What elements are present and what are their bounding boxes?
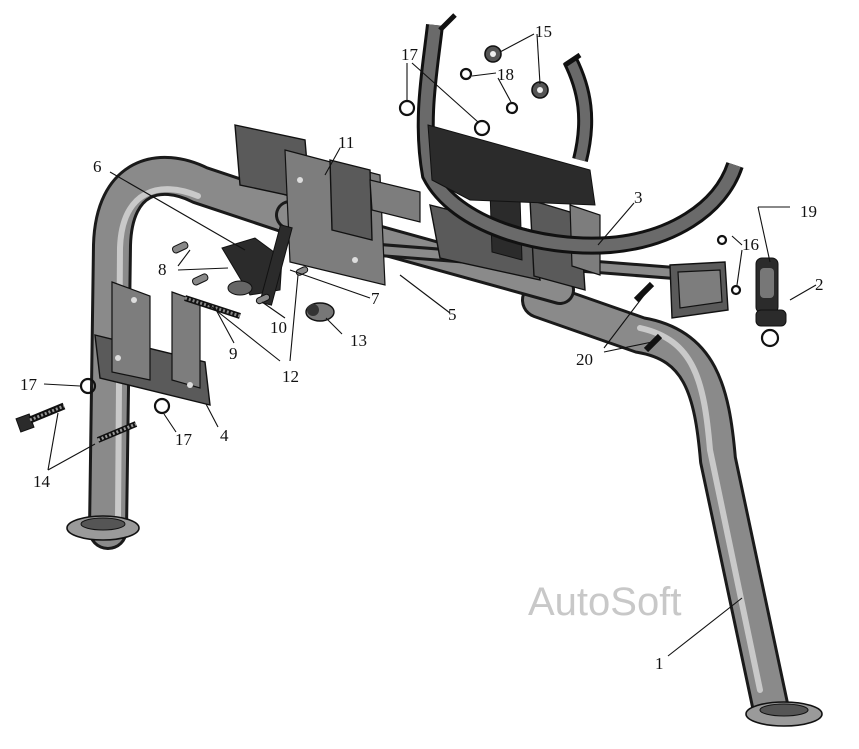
callout-1: 1 — [655, 654, 664, 673]
watermark: AutoSoft — [528, 580, 681, 624]
bracket-4 — [94, 281, 211, 406]
callout-5: 5 — [448, 305, 457, 324]
callout-13: 13 — [350, 331, 367, 350]
part-20-pins — [633, 281, 663, 353]
callout-10: 10 — [270, 318, 287, 337]
part-13-bushing — [305, 302, 335, 322]
callout-19: 19 — [800, 202, 817, 221]
callout-18: 18 — [497, 65, 514, 84]
callout-3: 3 — [634, 188, 643, 207]
right-foot-flange — [745, 701, 823, 727]
washers — [79, 67, 742, 415]
callout-6: 6 — [93, 157, 102, 176]
leader-lines — [43, 33, 817, 657]
bracket-upper-left — [234, 124, 386, 286]
left-foot-flange — [66, 515, 140, 541]
part-14-bolts — [15, 402, 138, 443]
callout-12: 12 — [282, 367, 299, 386]
part-2-clamp — [755, 257, 787, 348]
callout-4: 4 — [220, 426, 229, 445]
callout-17-top: 17 — [401, 45, 419, 64]
part-15-nuts — [484, 45, 549, 99]
bracket-right — [669, 261, 729, 319]
callout-20: 20 — [576, 350, 593, 369]
callout-9: 9 — [229, 344, 238, 363]
callout-2: 2 — [815, 275, 824, 294]
callout-8: 8 — [158, 260, 167, 279]
clamp-belt — [416, 13, 744, 255]
callout-15: 15 — [535, 22, 552, 41]
callout-17-left: 17 — [20, 375, 38, 394]
callout-11: 11 — [338, 133, 354, 152]
callout-17-bottom: 17 — [175, 430, 193, 449]
callout-labels: 1 2 3 4 5 6 7 8 9 10 11 12 13 14 15 16 1… — [20, 22, 824, 673]
part-8-lever — [221, 224, 293, 306]
callout-14: 14 — [33, 472, 51, 491]
callout-7: 7 — [371, 289, 380, 308]
callout-16: 16 — [742, 235, 759, 254]
